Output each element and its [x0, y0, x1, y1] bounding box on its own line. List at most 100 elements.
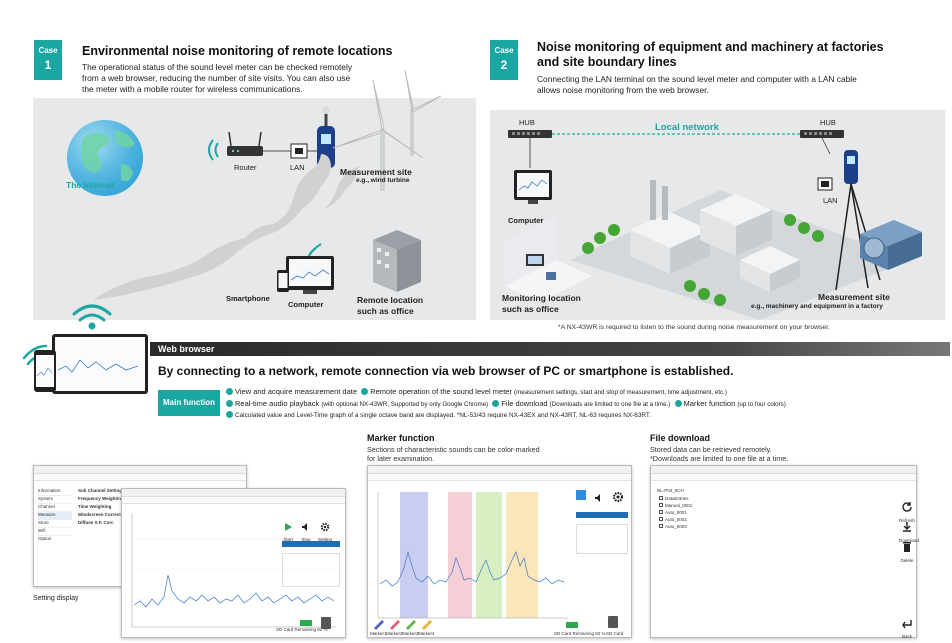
bullet-icon [226, 411, 233, 418]
case1-desc-line3: the meter with a mobile router for wirel… [82, 84, 303, 94]
menu-item[interactable]: Option [38, 536, 52, 541]
bullet-icon [226, 400, 233, 407]
file-item[interactable]: DataEntries [659, 496, 692, 503]
setting-button[interactable]: Setting [318, 519, 332, 542]
file-name: Manual_0001 [665, 503, 693, 508]
case1-router-label: Router [234, 163, 257, 172]
file-download-desc2: *Downloads are limited to one file at a … [650, 454, 789, 463]
file-download-title: File download [650, 433, 710, 443]
case2-badge: Case 2 [490, 40, 518, 80]
smartphone-icon [277, 270, 289, 292]
marker-band-yellow [506, 492, 538, 618]
checkbox-icon[interactable] [659, 496, 663, 500]
file-item[interactable]: Auto_0003 [659, 524, 692, 531]
setting-row: Diffuse S.F. Corr. [78, 520, 115, 525]
case1-illustration [67, 69, 442, 300]
case2-site-sub: e.g., machinery and equipment in a facto… [751, 303, 883, 310]
measurement-window: Start Stop Setting SD Card Remaining 82 … [121, 488, 346, 638]
marker-pens-icon[interactable] [372, 618, 442, 630]
download-button[interactable]: Download [899, 520, 920, 543]
marker-label: Marker4 [418, 631, 435, 636]
marker-graph [377, 492, 568, 619]
stop-button[interactable]: Stop [300, 519, 312, 542]
case2-computer-icon [514, 170, 552, 204]
wifi-icon [208, 139, 219, 161]
download-icon [903, 522, 911, 532]
file-download-desc1: Stored data can be retrieved remotely. [650, 445, 772, 454]
setting-display-caption: Setting display [33, 595, 79, 602]
fn-download: File download [501, 399, 548, 408]
file-name: Auto_0002 [665, 517, 687, 522]
download-label: Download [899, 538, 920, 543]
refresh-button[interactable]: Refresh [899, 500, 915, 523]
checkbox-icon[interactable] [659, 503, 663, 507]
case1-internet-label: The Internet [66, 180, 115, 190]
case2-title-line1: Noise monitoring of equipment and machin… [537, 40, 884, 54]
start-label: Start [283, 537, 293, 542]
stop-label: Stop [301, 537, 311, 542]
fn-octave: Calculated value and Level-Time graph of… [235, 412, 651, 419]
menu-item[interactable]: Store [38, 520, 72, 528]
back-arrow-icon [902, 620, 912, 629]
marker-function-desc1: Sections of characteristic sounds can be… [367, 445, 540, 454]
file-item[interactable]: Manual_0001 [659, 503, 692, 510]
sd-card-text: SD Card Remaining 82 % [276, 627, 328, 632]
factory-illustration [570, 180, 910, 320]
speaker-icon [302, 523, 307, 531]
function-line-3: Calculated value and Level-Time graph of… [226, 411, 651, 419]
lan-icon [290, 143, 308, 159]
gear-icon [320, 522, 330, 532]
trash-icon [903, 542, 911, 552]
computer-icon [286, 256, 334, 294]
sd-card-label: SD Card [606, 631, 624, 636]
refresh-label: Refresh [899, 518, 915, 523]
checkbox-icon[interactable] [659, 524, 663, 528]
setting-row: Frequency Weighting [78, 496, 124, 501]
case1-badge-number: 1 [44, 58, 52, 72]
back-label: Back [901, 634, 912, 639]
hub-right-icon [800, 130, 844, 138]
marker-speaker-button[interactable] [594, 490, 604, 508]
menu-item[interactable]: System [38, 496, 72, 504]
checkbox-icon[interactable] [659, 517, 663, 521]
case1-remote-label2: such as office [357, 306, 414, 316]
globe-icon [67, 120, 143, 196]
case2-desc-line1: Connecting the LAN terminal on the sound… [537, 74, 857, 84]
delete-button[interactable]: Delete [899, 540, 915, 563]
measurement-graph [131, 513, 336, 628]
menu-item[interactable]: Measure [38, 512, 72, 520]
marker-window: Marker1 Marker2 Marker3 Marker4 SD Card … [367, 465, 632, 638]
wifi-large-icon [72, 304, 112, 330]
file-item[interactable]: Auto_0001 [659, 510, 692, 517]
menu-item[interactable]: Information [38, 488, 72, 496]
stop-square-icon[interactable] [576, 490, 586, 500]
fn-marker-note: (up to four colors) [737, 401, 786, 408]
checkbox-icon[interactable] [659, 510, 663, 514]
setting-row: Windscreen Correction [78, 512, 128, 517]
case1-badge: Case 1 [34, 40, 62, 80]
file-name: Auto_0001 [665, 510, 687, 515]
menu-item[interactable]: Wifi [38, 528, 72, 536]
case2-footnote: *A NX-43WR is required to listen to the … [558, 324, 831, 331]
back-button[interactable]: Back [899, 616, 915, 639]
menu-item[interactable]: Channel [38, 504, 72, 512]
case2-computer-label: Computer [508, 216, 544, 225]
marker-setting-button[interactable] [612, 490, 624, 508]
case1-desc-line2: from a web browser, reducing the number … [82, 73, 351, 83]
case2-title-line2: and site boundary lines [537, 55, 677, 69]
file-item[interactable]: Auto_0002 [659, 517, 692, 524]
case1-smartphone-label: Smartphone [226, 294, 270, 303]
case1-computer-label: Computer [288, 300, 324, 309]
file-name: DataEntries [665, 496, 689, 501]
function-line-1: View and acquire measurement date Remote… [226, 387, 727, 396]
fn-audio-note: (with optional NX-43WR, Supported by onl… [321, 401, 489, 408]
case1-badge-word: Case [38, 46, 58, 55]
case2-desc-line2: allows noise monitoring from the web bro… [537, 85, 709, 95]
start-button[interactable]: Start [282, 519, 294, 542]
motor-icon [860, 220, 922, 270]
bullet-icon [674, 400, 682, 407]
case1-site-sub: e.g., wind turbine [356, 177, 410, 184]
hub-left-icon [508, 130, 552, 138]
fn-view: View and acquire measurement date [235, 387, 358, 396]
bullet-icon [492, 400, 500, 407]
